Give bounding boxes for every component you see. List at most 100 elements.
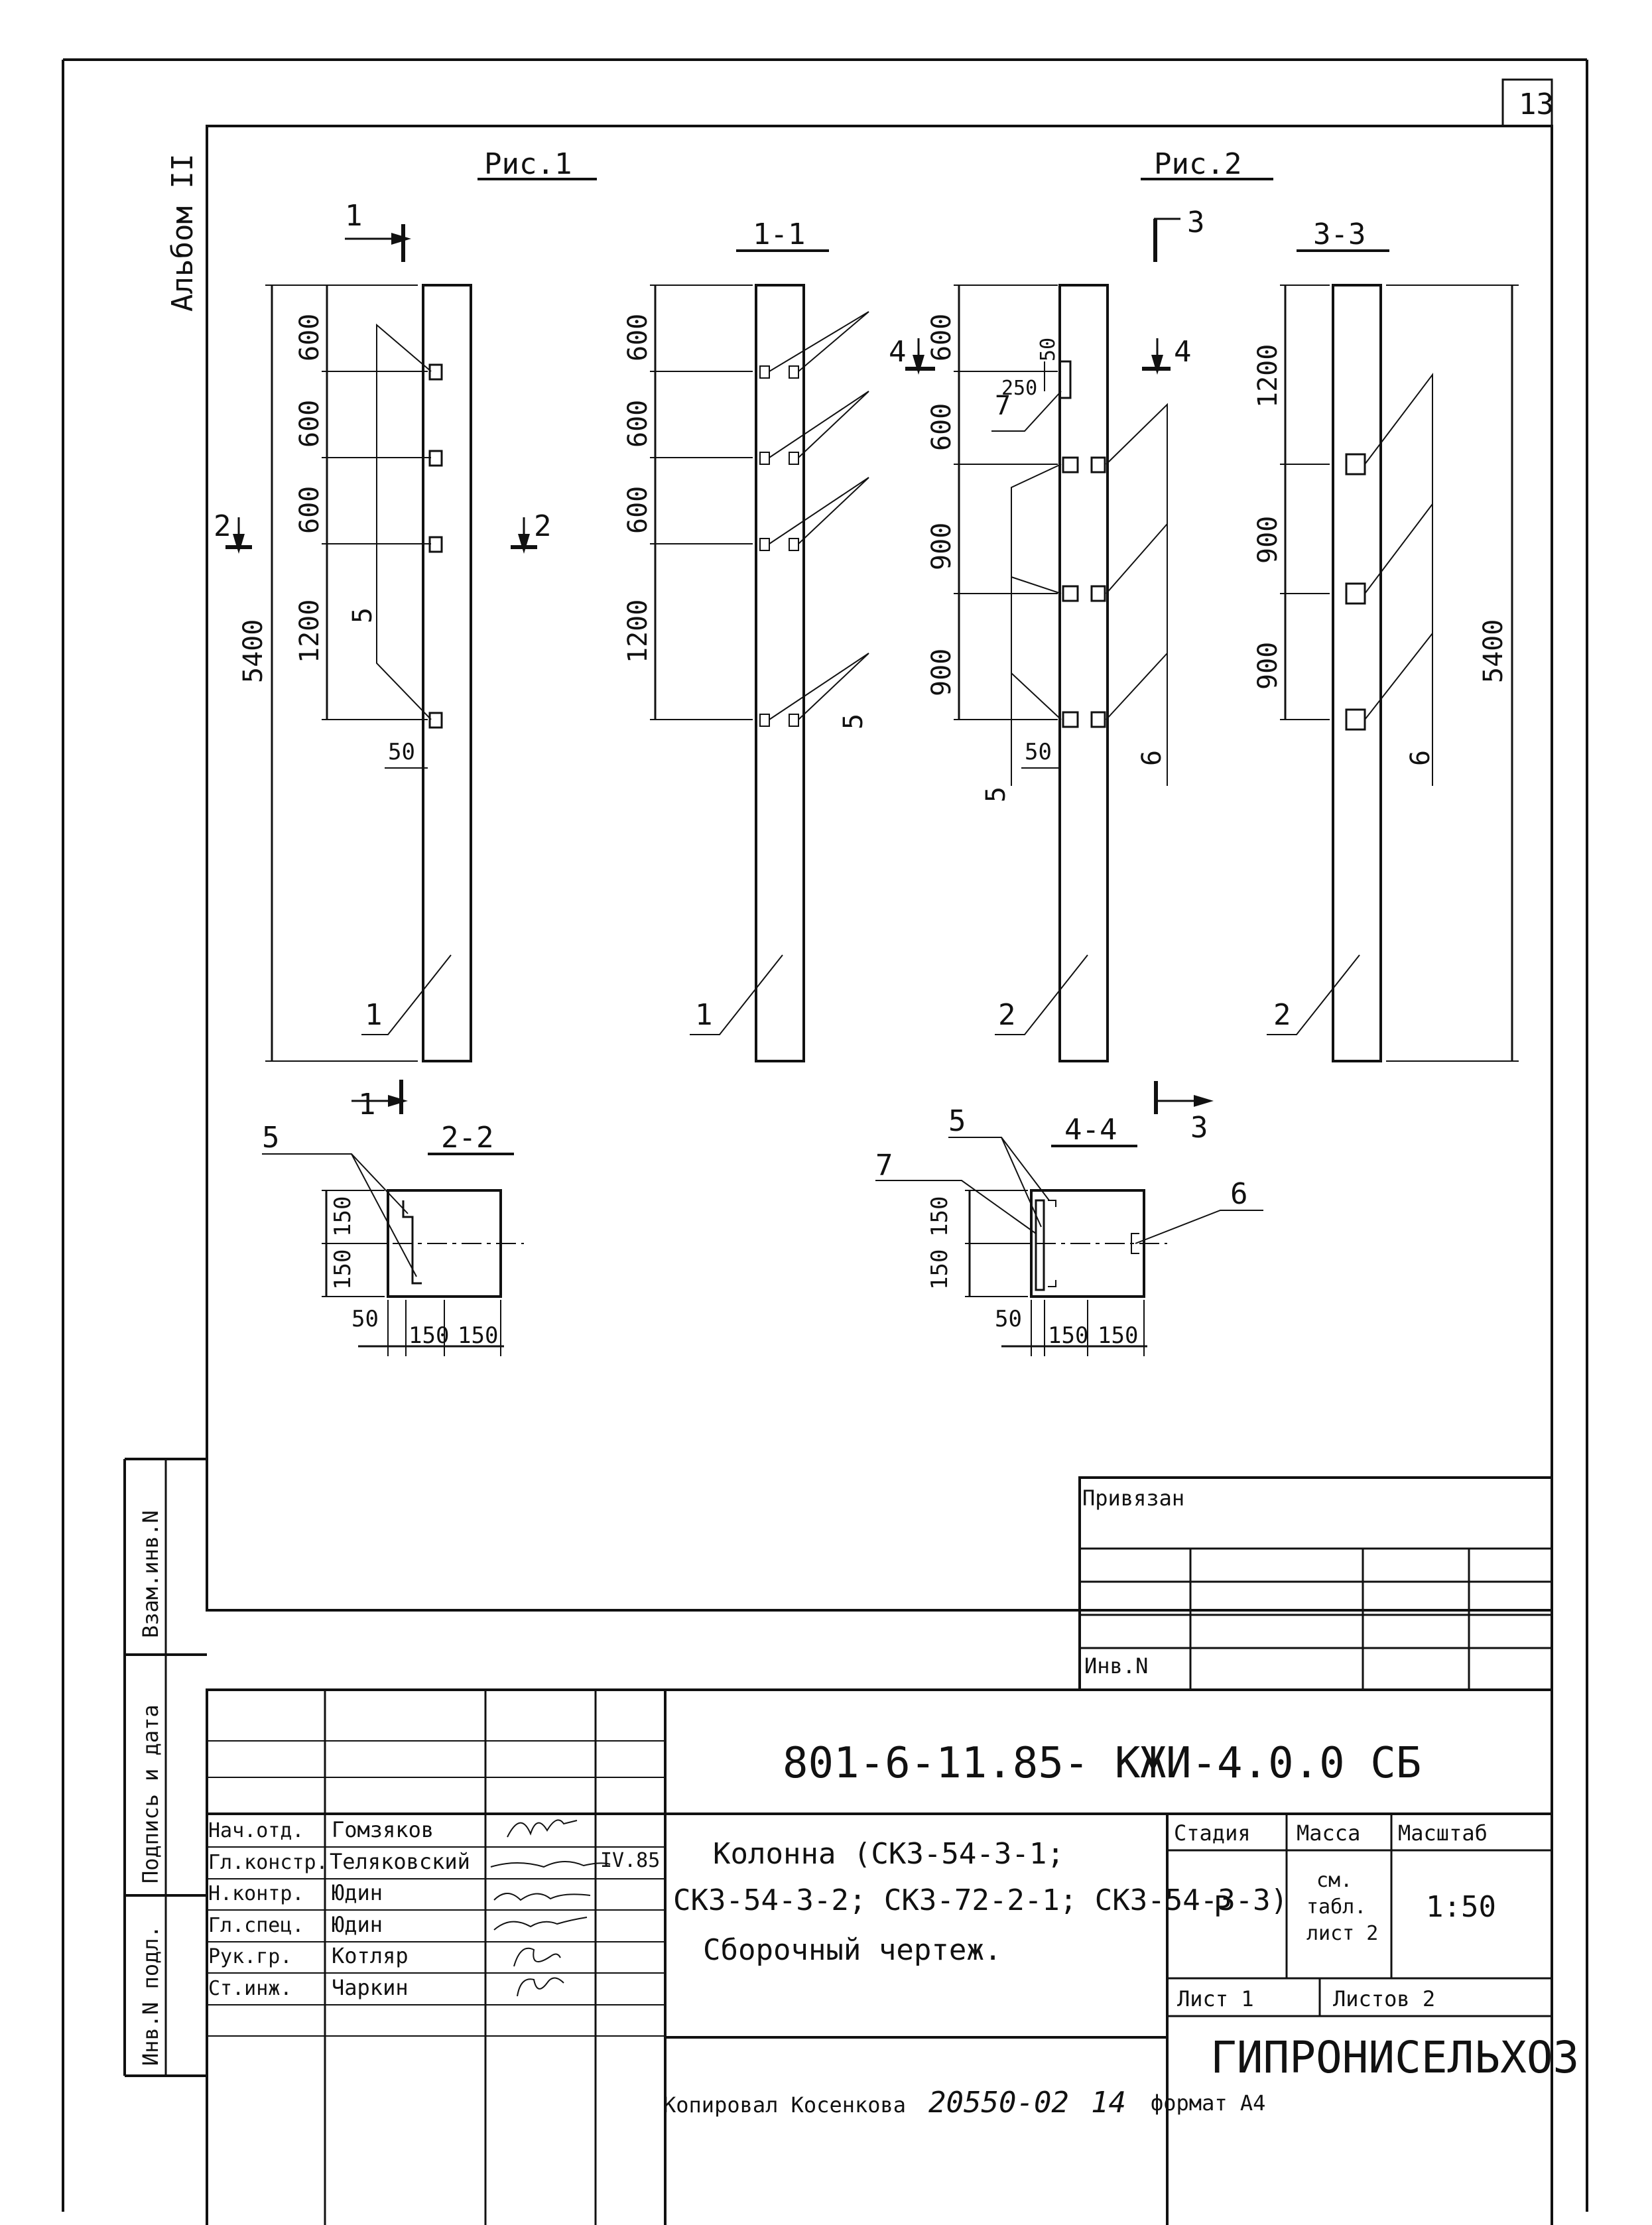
fig1-dim-b: 600 bbox=[294, 400, 325, 448]
fig1-dim-c: 600 bbox=[294, 486, 325, 534]
footer: Копировал Косенкова 20550-02 14 формат А… bbox=[663, 2086, 1265, 2120]
sec33-title: 3-3 bbox=[1313, 218, 1366, 251]
fig2-title: Рис.2 bbox=[1154, 147, 1241, 181]
stadiya-label: Стадия bbox=[1174, 1820, 1251, 1846]
list-value: Лист 1 bbox=[1177, 1986, 1254, 2011]
sec11-dim-c: 600 bbox=[623, 486, 653, 534]
fig1-cut-mark: 1 bbox=[345, 199, 363, 233]
sec33-callout-2: 2 bbox=[1273, 998, 1291, 1032]
sec22-title: 2-2 bbox=[441, 1121, 493, 1155]
sec33-column bbox=[1332, 284, 1382, 1062]
fig2-column bbox=[1058, 284, 1109, 1062]
sec44-callout-6: 6 bbox=[1230, 1177, 1248, 1211]
staff-name-1: Теляковский bbox=[330, 1849, 470, 1874]
staff-name-4: Котляр bbox=[332, 1943, 409, 1968]
stadiya-value: Р bbox=[1214, 1890, 1232, 1924]
sec44-title: 4-4 bbox=[1064, 1113, 1117, 1147]
sec11-dim-a: 600 bbox=[623, 314, 653, 361]
masshtab-value: 1:50 bbox=[1426, 1890, 1496, 1924]
sec22-dim-150c: 150 bbox=[409, 1322, 449, 1349]
fig1-callout-5: 5 bbox=[348, 607, 378, 623]
date-note: IV.85 bbox=[600, 1849, 660, 1872]
massa-line-3: лист 2 bbox=[1306, 1922, 1378, 1945]
side-podpis: Подпись и дата bbox=[138, 1704, 163, 1883]
massa-label: Масса bbox=[1297, 1820, 1360, 1846]
sec33-dim-c: 900 bbox=[1253, 642, 1283, 690]
massa-line-1: см. bbox=[1316, 1869, 1352, 1892]
page-number: 13 bbox=[1519, 88, 1554, 121]
footer-copied: Копировал Косенкова bbox=[663, 2092, 906, 2118]
fig2-callout-2: 2 bbox=[998, 998, 1016, 1032]
sec44-dim-150a: 150 bbox=[926, 1196, 953, 1237]
sec22-dim-150b: 150 bbox=[330, 1249, 356, 1290]
staff-name-5: Чаркин bbox=[332, 1975, 409, 2000]
sec22-dim-150a: 150 bbox=[330, 1196, 356, 1237]
side-stamp: Взам.инв.N Подпись и дата Инв.N подл. bbox=[123, 1458, 207, 2077]
side-vzam: Взам.инв.N bbox=[138, 1510, 163, 1638]
section-4-4: 4-4 5 7 6 150 150 50 150 150 bbox=[875, 1104, 1263, 1356]
fig2-dim-b: 600 bbox=[926, 403, 957, 451]
section-3-3: 3-3 1200 900 900 5400 6 2 bbox=[1253, 218, 1519, 1062]
massa-line-2: табл. bbox=[1306, 1895, 1366, 1919]
album-label: Альбом II bbox=[166, 154, 200, 312]
desc-line-3: Сборочный чертеж. bbox=[703, 1933, 1001, 1967]
masshtab-label: Масштаб bbox=[1398, 1820, 1488, 1846]
sec44-callout-7: 7 bbox=[875, 1149, 893, 1182]
sec11-callout-5: 5 bbox=[838, 714, 869, 730]
sec11-column bbox=[755, 284, 805, 1062]
signature-2 bbox=[490, 1860, 611, 1868]
sec44-dim-150b: 150 bbox=[926, 1249, 953, 1290]
signature-4 bbox=[493, 1917, 588, 1931]
fig2-cut3-bottom: 3 bbox=[1190, 1111, 1208, 1145]
title-block: 801-6-11.85- КЖИ-4.0.0 СБ Колонна (СК3-5… bbox=[206, 1688, 1579, 2225]
fig2-dim-50-top: 50 bbox=[1037, 338, 1060, 361]
staff-role-0: Нач.отд. bbox=[208, 1819, 304, 1842]
sec11-dim-d: 1200 bbox=[623, 600, 653, 663]
fig2-cut3-top: 3 bbox=[1187, 206, 1205, 239]
sec33-dim-a: 1200 bbox=[1253, 344, 1283, 408]
sec44-dim-150c: 150 bbox=[1048, 1322, 1088, 1349]
staff-name-0: Гомзяков bbox=[332, 1817, 434, 1842]
fig1-callout-1: 1 bbox=[365, 998, 383, 1032]
staff-name-3: Юдин bbox=[332, 1912, 383, 1937]
staff-role-1: Гл.констр. bbox=[208, 1851, 328, 1874]
listov-value: Листов 2 bbox=[1333, 1986, 1435, 2011]
desc-line-1: Колонна (СК3-54-3-1; bbox=[713, 1837, 1064, 1871]
sec44-dim-150d: 150 bbox=[1098, 1322, 1138, 1349]
staff-name-2: Юдин bbox=[332, 1880, 383, 1905]
staff-role-2: Н.контр. bbox=[208, 1882, 304, 1905]
fig2-callout-6: 6 bbox=[1137, 750, 1167, 766]
sec33-dim-b: 900 bbox=[1253, 516, 1283, 564]
fig1-dim-total: 5400 bbox=[238, 619, 269, 683]
privyazan-inv: Инв.N bbox=[1084, 1653, 1148, 1679]
sec22-callout-5: 5 bbox=[262, 1121, 280, 1155]
signature-3 bbox=[493, 1893, 591, 1901]
section-2-2: 2-2 5 150 150 50 150 150 bbox=[262, 1121, 524, 1356]
fig2-dim-a: 600 bbox=[926, 314, 957, 361]
fig1-column bbox=[422, 284, 472, 1062]
sheet-frame: 13 bbox=[62, 58, 1588, 2212]
sec11-dim-b: 600 bbox=[623, 400, 653, 448]
fig2-dim-c: 900 bbox=[926, 523, 957, 570]
signature-1 bbox=[507, 1819, 578, 1838]
side-inv: Инв.N подл. bbox=[138, 1925, 163, 2066]
signature-6 bbox=[517, 1977, 564, 1997]
fig1-cut2-right: 2 bbox=[534, 509, 552, 543]
fig1-title: Рис.1 bbox=[484, 147, 572, 181]
section-1-1: 1-1 600 600 600 1200 5 1 bbox=[623, 218, 869, 1062]
staff-role-5: Ст.инж. bbox=[208, 1977, 292, 2000]
fig1-dim-50: 50 bbox=[388, 739, 415, 765]
footer-sheet: 14 bbox=[1091, 2086, 1126, 2120]
sec11-title: 1-1 bbox=[753, 218, 805, 251]
fig1-dim-d: 1200 bbox=[294, 600, 325, 663]
desc-line-2: СК3-54-3-2; СК3-72-2-1; СК3-54-3-3) bbox=[673, 1883, 1288, 1917]
staff-role-3: Гл.спец. bbox=[208, 1914, 304, 1937]
fig2-callout-5: 5 bbox=[981, 787, 1011, 802]
org-name: ГИПРОНИСЕЛЬХОЗ bbox=[1210, 2032, 1579, 2083]
privyazan-title: Привязан bbox=[1082, 1486, 1184, 1511]
fig2-cut4-left: 4 bbox=[889, 335, 907, 369]
sec22-dim-50: 50 bbox=[351, 1306, 379, 1332]
figure-1: Рис.1 1 5400 600 600 600 1200 5 50 bbox=[214, 147, 597, 1121]
doc-code: 801-6-11.85- КЖИ-4.0.0 СБ bbox=[783, 1739, 1421, 1788]
staff-table: Нач.отд. Гомзяков Гл.констр. Теляковский… bbox=[208, 1817, 660, 2000]
